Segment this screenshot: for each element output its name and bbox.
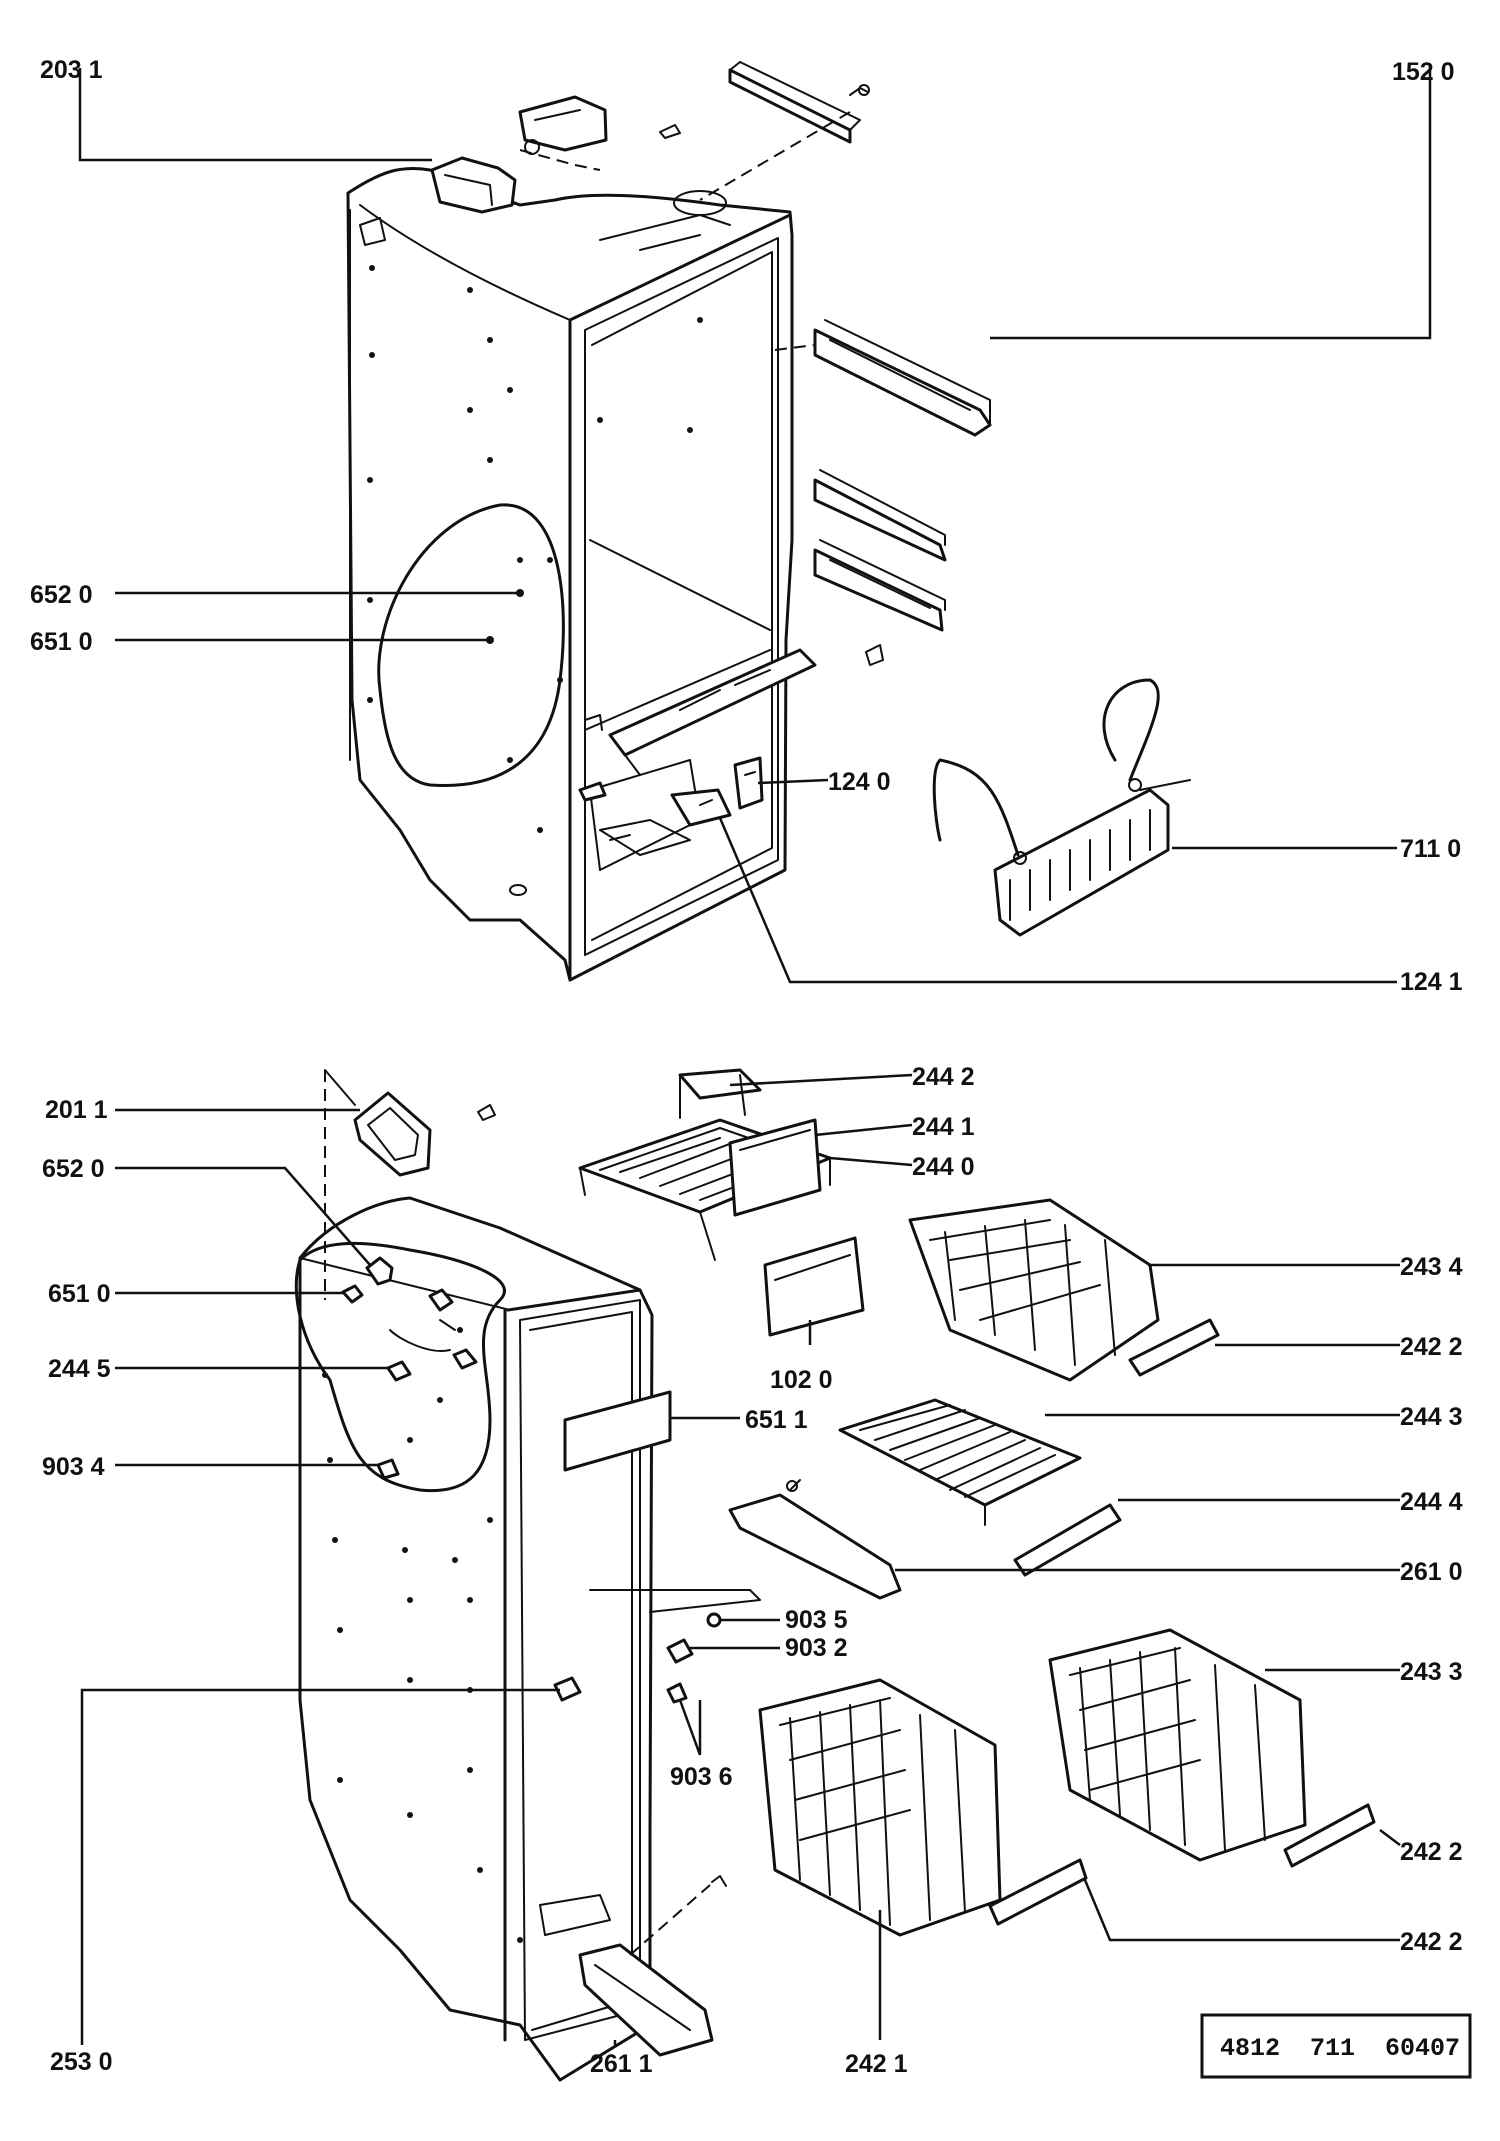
upper-cabinet	[346, 166, 794, 982]
label-203-1: 203 1	[40, 56, 103, 84]
label-244-3: 244 3	[1400, 1403, 1463, 1431]
upper-door-rails	[774, 319, 992, 632]
label-124-0: 124 0	[828, 768, 891, 796]
lower-ice-tray-assembly	[578, 1068, 865, 1337]
upper-evaporator	[932, 678, 1191, 937]
label-152-0: 152 0	[1392, 58, 1455, 86]
label-651-0-upper: 651 0	[30, 628, 93, 656]
label-242-2-a: 242 2	[1400, 1333, 1463, 1361]
upper-thermostat	[578, 756, 764, 827]
label-243-3: 243 3	[1400, 1658, 1463, 1686]
label-903-2: 903 2	[785, 1634, 848, 1662]
lower-basket-242-1	[758, 1678, 1088, 1937]
label-124-1: 124 1	[1400, 968, 1463, 996]
upper-leaders	[78, 66, 1432, 984]
label-243-4: 243 4	[1400, 1253, 1463, 1281]
label-711-0: 711 0	[1400, 835, 1461, 863]
label-261-1: 261 1	[590, 2050, 653, 2078]
label-903-6: 903 6	[670, 1763, 733, 1791]
lower-screws	[589, 1589, 761, 1887]
upper-shelf-plate	[608, 644, 884, 776]
label-651-0-lower: 651 0	[48, 1280, 111, 1308]
part-number-box: 4812 711 60407	[1200, 2013, 1472, 2079]
upper-side-outline-loop	[377, 503, 565, 788]
label-242-2-c: 242 2	[1400, 1928, 1463, 1956]
label-244-4: 244 4	[1400, 1488, 1463, 1516]
upper-control-housing	[430, 95, 681, 214]
lower-foot-261-1	[578, 1884, 714, 2057]
label-244-1: 244 1	[912, 1113, 975, 1141]
lower-shelf-244-3	[838, 1398, 1122, 1577]
label-652-0-upper: 652 0	[30, 581, 93, 609]
lower-assembly: 201 1 652 0 651 0 244 5 903 4 244 2 244 …	[42, 1063, 1463, 2082]
upper-assembly: 203 1 152 0 652 0 651 0 124 0 711 0 124 …	[30, 56, 1463, 996]
upper-side-holes	[367, 265, 703, 833]
lower-labels: 201 1 652 0 651 0 244 5 903 4 244 2 244 …	[42, 1063, 1463, 2078]
upper-bottom-features	[509, 714, 691, 896]
label-244-5: 244 5	[48, 1355, 111, 1383]
label-651-1: 651 1	[745, 1406, 808, 1434]
label-102-0: 102 0	[770, 1366, 833, 1394]
lower-hinge	[324, 1069, 496, 1177]
lower-basket-243-3	[1048, 1628, 1376, 1868]
part-number: 4812 711 60407	[1220, 2034, 1460, 2063]
upper-top-rail	[699, 61, 870, 201]
upper-labels: 203 1 152 0 652 0 651 0 124 0 711 0 124 …	[30, 56, 1463, 996]
lower-side-fittings	[324, 1070, 582, 1702]
lower-rail-261-0	[728, 1479, 902, 1600]
label-242-2-b: 242 2	[1400, 1838, 1463, 1866]
label-261-0: 261 0	[1400, 1558, 1463, 1586]
lower-side-holes	[322, 1327, 523, 1943]
label-903-4: 903 4	[42, 1453, 105, 1481]
lower-liner-strip	[563, 1390, 672, 1472]
label-244-2: 244 2	[912, 1063, 975, 1091]
label-253-0: 253 0	[50, 2048, 113, 2076]
lower-cabinet	[294, 1196, 654, 2082]
label-242-1: 242 1	[845, 2050, 908, 2078]
label-201-1: 201 1	[45, 1096, 108, 1124]
label-903-5: 903 5	[785, 1606, 848, 1634]
label-652-0-lower: 652 0	[42, 1155, 105, 1183]
label-244-0: 244 0	[912, 1153, 975, 1181]
lower-basket-243-4	[908, 1198, 1220, 1382]
lower-leaders	[80, 1073, 1401, 2045]
